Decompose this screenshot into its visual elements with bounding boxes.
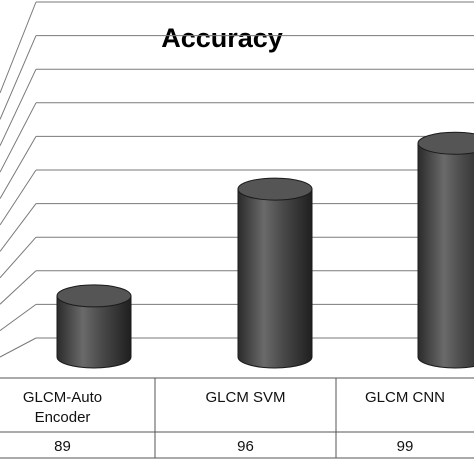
category-label: Encoder bbox=[35, 409, 91, 426]
category-label: GLCM-Auto bbox=[23, 389, 102, 406]
bar-top bbox=[417, 131, 474, 155]
gridline-diagonal bbox=[0, 236, 37, 279]
gridline-diagonal bbox=[0, 1, 37, 94]
bar-top bbox=[56, 284, 132, 308]
gridline-diagonal bbox=[0, 203, 37, 252]
gridline-diagonal bbox=[0, 169, 37, 226]
gridline-diagonal bbox=[0, 270, 37, 305]
value-label: 99 bbox=[397, 438, 414, 455]
gridline-diagonal bbox=[0, 303, 37, 332]
bar-2 bbox=[237, 177, 313, 369]
gridline-diagonal bbox=[0, 136, 37, 199]
value-label: 89 bbox=[54, 438, 71, 455]
gridline-diagonal bbox=[0, 337, 37, 358]
category-label: GLCM CNN bbox=[365, 389, 445, 406]
bar-body bbox=[56, 295, 132, 369]
gridline-diagonal bbox=[0, 35, 37, 120]
category-label: GLCM SVM bbox=[205, 389, 285, 406]
bar-3 bbox=[417, 131, 474, 369]
bar-body bbox=[237, 188, 313, 369]
bar-1 bbox=[56, 284, 132, 369]
value-label: 96 bbox=[237, 438, 254, 455]
bars bbox=[56, 131, 474, 369]
bar-top bbox=[237, 177, 313, 201]
bar-body bbox=[417, 142, 474, 369]
chart-title: Accuracy bbox=[161, 23, 283, 53]
gridline-diagonal bbox=[0, 102, 37, 173]
gridline-diagonal bbox=[0, 68, 37, 147]
